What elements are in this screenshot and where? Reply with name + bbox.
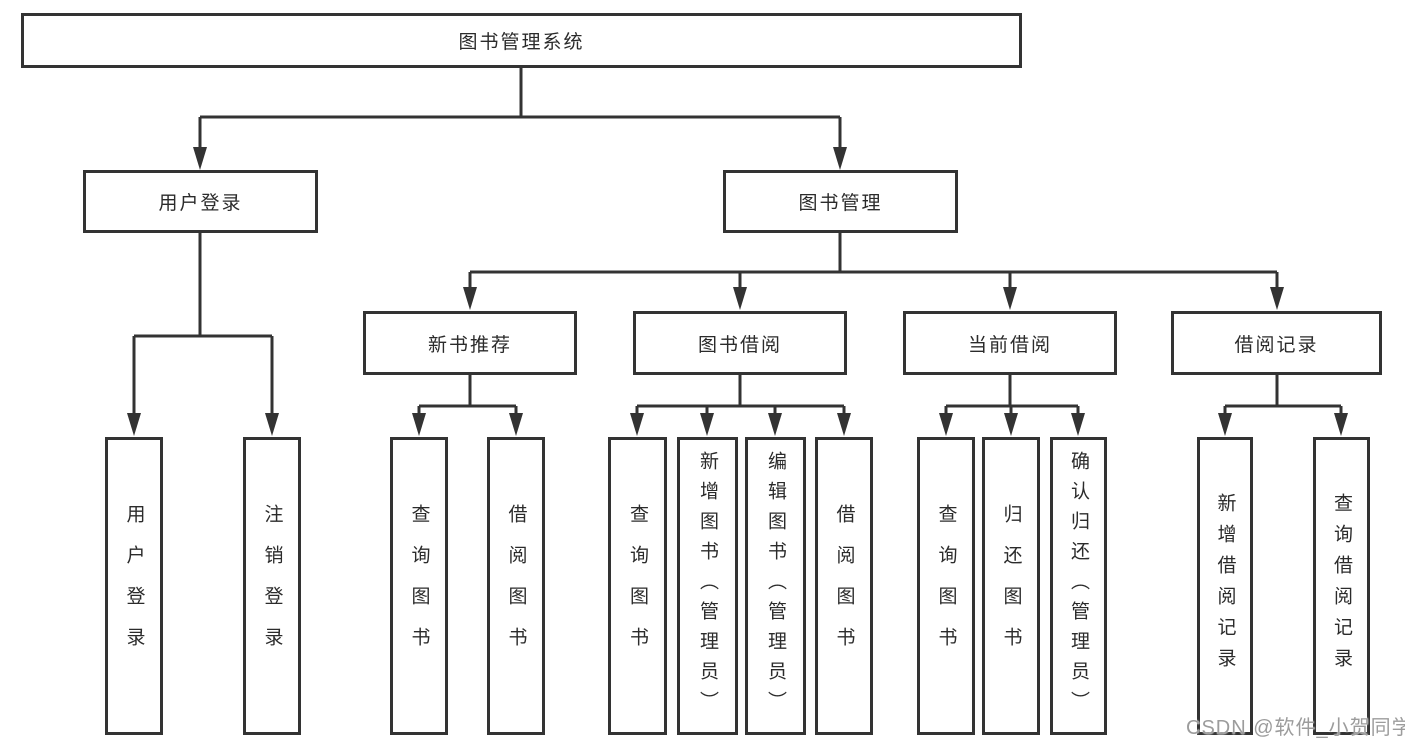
node-user-login: 用户登录 xyxy=(105,437,163,735)
node-query-books-recommend: 查询图书 xyxy=(390,437,448,735)
node-label: 用户登录 xyxy=(123,504,145,668)
node-label: 查询借阅记录 xyxy=(1331,493,1352,679)
node-confirm-return-admin: 确认归还（管理员） xyxy=(1050,437,1107,735)
node-new-book-recommend: 新书推荐 xyxy=(363,311,577,375)
node-return-books: 归还图书 xyxy=(982,437,1040,735)
node-edit-book-admin: 编辑图书（管理员） xyxy=(745,437,806,735)
node-label: 查询图书 xyxy=(408,504,430,668)
node-borrow-records: 借阅记录 xyxy=(1171,311,1382,375)
watermark: CSDN @软件_小贺同学 xyxy=(1186,717,1405,739)
node-label: 注销登录 xyxy=(261,504,283,668)
node-query-borrow-record: 查询借阅记录 xyxy=(1313,437,1370,735)
node-label: 新增图书（管理员） xyxy=(697,451,718,721)
node-library-system: 图书管理系统 xyxy=(21,13,1022,68)
node-user-login-branch: 用户登录 xyxy=(83,170,318,233)
node-book-management: 图书管理 xyxy=(723,170,958,233)
node-add-book-admin: 新增图书（管理员） xyxy=(677,437,738,735)
node-label: 查询图书 xyxy=(627,504,648,668)
node-label: 归还图书 xyxy=(1000,504,1022,668)
node-label: 借阅图书 xyxy=(505,504,527,668)
node-book-borrow: 图书借阅 xyxy=(633,311,847,375)
node-label: 编辑图书（管理员） xyxy=(765,451,786,721)
node-query-books-current: 查询图书 xyxy=(917,437,975,735)
arrowhead-icons xyxy=(127,147,1348,436)
node-label: 确认归还（管理员） xyxy=(1068,451,1089,721)
node-borrow-books: 借阅图书 xyxy=(815,437,873,735)
connector-lines xyxy=(132,68,1343,416)
node-borrow-books-recommend: 借阅图书 xyxy=(487,437,545,735)
node-current-borrow: 当前借阅 xyxy=(903,311,1117,375)
node-label: 借阅图书 xyxy=(833,504,855,668)
node-label: 查询图书 xyxy=(935,504,957,668)
node-add-borrow-record: 新增借阅记录 xyxy=(1197,437,1253,735)
node-label: 新增借阅记录 xyxy=(1214,493,1236,679)
node-logout-login: 注销登录 xyxy=(243,437,301,735)
node-query-books-borrow: 查询图书 xyxy=(608,437,667,735)
